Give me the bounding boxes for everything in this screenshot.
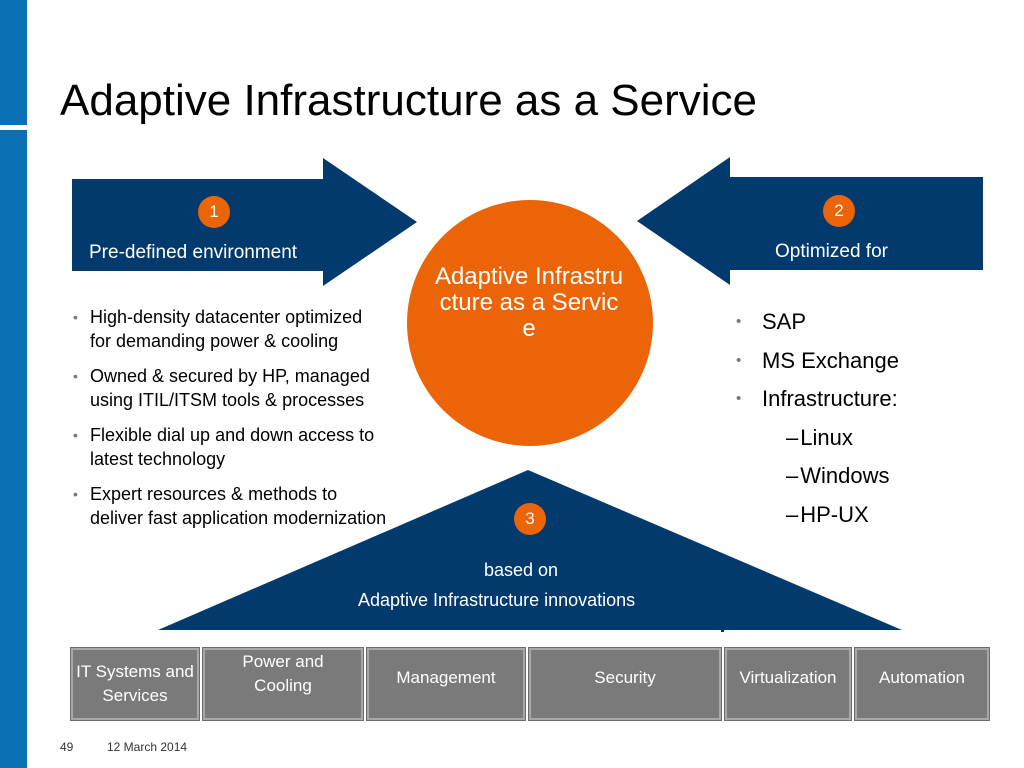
right-arrow-label: Optimized for	[775, 241, 888, 262]
tile-label: IT Systems and Services	[76, 662, 194, 705]
right-subitem-label: HP-UX	[800, 501, 869, 527]
tile-label: Security	[594, 668, 656, 687]
right-subitem: –HP-UX	[734, 501, 994, 540]
right-arrow-number-badge: 2	[823, 195, 855, 227]
right-subitem: –Windows	[734, 462, 994, 501]
dash-marker: –	[786, 463, 799, 488]
left-bullet-list: High-density datacenter optimized for de…	[72, 305, 387, 541]
left-arrow-number-badge: 1	[198, 196, 230, 228]
left-bullet-item: High-density datacenter optimized for de…	[72, 305, 387, 353]
tile-power-cooling: Power and Cooling	[203, 648, 363, 720]
tile-label: Management	[396, 668, 496, 687]
left-arrow	[72, 158, 417, 286]
base-triangle	[158, 470, 902, 630]
dash-marker: –	[786, 501, 799, 527]
left-bullet-item: Expert resources & methods to deliver fa…	[72, 482, 387, 530]
center-circle	[407, 200, 653, 446]
tile-it-systems: IT Systems and Services	[71, 648, 199, 720]
tile-automation: Automation	[855, 648, 989, 720]
tile-management: Management	[367, 648, 525, 720]
triangle-marker	[721, 626, 724, 632]
side-accent-tick	[0, 125, 27, 130]
triangle-label-line1: based on	[484, 560, 559, 580]
page-number: 49	[60, 740, 74, 754]
left-bullet-item: Flexible dial up and down access to late…	[72, 423, 387, 471]
tile-label: Virtualization	[739, 668, 837, 687]
right-arrow	[637, 157, 983, 285]
triangle-number-badge: 3	[514, 503, 546, 535]
triangle-label-line2: Adaptive Infrastructure innovations	[358, 590, 636, 610]
dash-marker: –	[786, 424, 799, 450]
right-bullet-list: SAP MS Exchange Infrastructure: –Linux –…	[734, 308, 994, 539]
right-subitem-label: Linux	[800, 424, 853, 450]
left-bullet-item: Owned & secured by HP, managed using ITI…	[72, 364, 387, 412]
footer-date: 12 March 2014	[107, 740, 188, 754]
center-circle-label: Adaptive Infrastructure as a Service	[434, 263, 624, 342]
tile-label: Power and Cooling	[242, 652, 324, 695]
tile-security: Security	[529, 648, 721, 720]
right-subitem: –Linux	[734, 424, 994, 463]
left-arrow-label: Pre-defined environment	[89, 242, 298, 263]
right-bullet-item: Infrastructure:	[734, 385, 994, 424]
tile-virtualization: Virtualization	[725, 648, 851, 720]
right-bullet-item: SAP	[734, 308, 994, 347]
right-bullet-item: MS Exchange	[734, 347, 994, 386]
slide-title: Adaptive Infrastructure as a Service	[60, 76, 757, 125]
tile-label: Automation	[879, 668, 965, 687]
right-subitem-label: Windows	[800, 463, 890, 488]
